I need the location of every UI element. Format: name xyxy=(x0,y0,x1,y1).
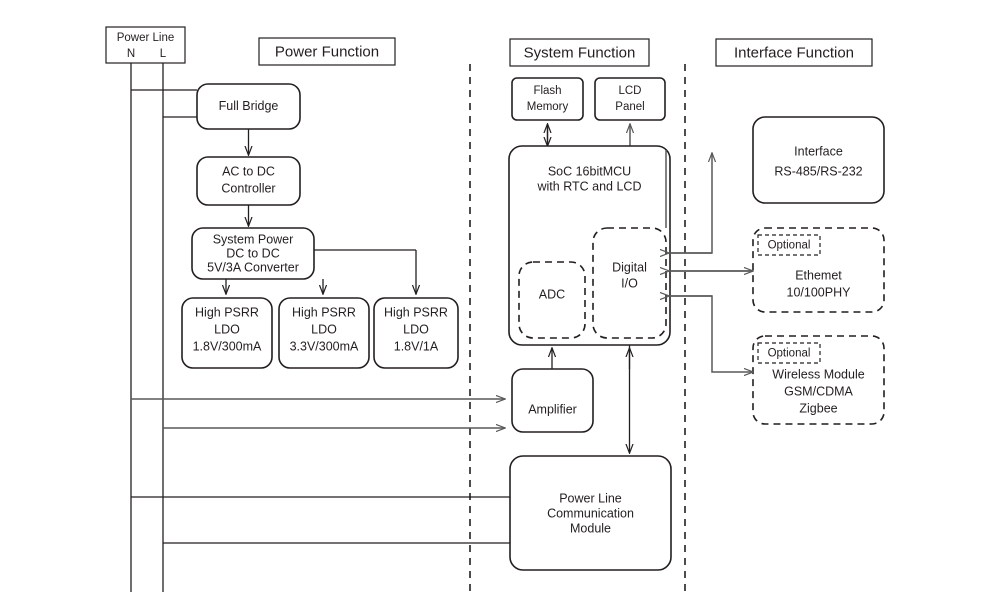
block-ldo-1[interactable] xyxy=(181,297,273,369)
power-line-box xyxy=(105,26,186,64)
block-lcd-panel-line-0: LCD xyxy=(618,85,641,97)
block-adc[interactable] xyxy=(518,261,586,339)
block-ac-to-dc-line-0: AC to DC xyxy=(222,164,275,178)
block-ethernet-badge-box xyxy=(757,234,821,256)
block-interface-rs-line-1: RS-485/RS-232 xyxy=(774,164,862,178)
block-ldo-3-line-2: 1.8V/1A xyxy=(394,339,439,353)
block-soc-line-0: SoC 16bitMCU xyxy=(548,164,631,178)
block-plc-line-0: Power Line xyxy=(559,491,622,505)
block-ldo-2-line-0: High PSRR xyxy=(292,305,356,319)
block-ethernet-line-0: Ethemet xyxy=(795,268,842,282)
block-wireless-line-0: Wireless Module xyxy=(772,367,864,381)
block-ldo-3-line-1: LDO xyxy=(403,322,429,336)
section-header-system-box xyxy=(509,38,650,67)
block-soc-line-1: with RTC and LCD xyxy=(537,179,642,193)
block-interface-rs[interactable] xyxy=(752,116,885,204)
wire-digital-io-to-wireless xyxy=(669,295,753,372)
block-system-power-line-1: DC to DC xyxy=(226,246,279,260)
block-digital-io[interactable] xyxy=(592,227,667,339)
block-ldo-1-line-2: 1.8V/300mA xyxy=(193,339,262,353)
block-system-power[interactable] xyxy=(191,227,315,280)
block-digital-io-line-0: Digital xyxy=(612,260,647,274)
block-ldo-2[interactable] xyxy=(278,297,370,369)
power-line-label: Power Line xyxy=(117,32,175,44)
section-header-power-label: Power Function xyxy=(275,43,379,60)
block-wireless-line-2: Zigbee xyxy=(799,401,837,415)
block-ethernet-line-1: 10/100PHY xyxy=(787,285,852,299)
wire-digital-io-to-interface-rs xyxy=(669,153,712,254)
block-wireless-badge-box xyxy=(757,342,821,364)
block-interface-rs-line-0: Interface xyxy=(794,144,843,158)
power-line-terminal-l: L xyxy=(160,48,167,60)
power-line-terminal-n: N xyxy=(127,48,135,60)
block-digital-io-line-1: I/O xyxy=(621,276,638,290)
block-ldo-3[interactable] xyxy=(373,297,459,369)
block-adc-line-0: ADC xyxy=(539,287,565,301)
block-wireless[interactable] xyxy=(752,335,885,425)
block-ldo-1-line-1: LDO xyxy=(214,322,240,336)
section-header-power-box xyxy=(258,37,396,66)
block-flash-memory-line-1: Memory xyxy=(527,101,569,113)
block-system-power-line-2: 5V/3A Converter xyxy=(207,260,299,274)
block-amplifier[interactable] xyxy=(511,368,594,433)
section-header-interface-box xyxy=(715,38,873,67)
section-header-system-label: System Function xyxy=(524,44,636,61)
block-system-power-line-0: System Power xyxy=(213,232,294,246)
block-wireless-badge-label: Optional xyxy=(768,348,811,360)
block-plc-module[interactable] xyxy=(509,455,672,571)
section-header-interface-label: Interface Function xyxy=(734,44,854,61)
block-soc[interactable] xyxy=(508,145,671,346)
block-amplifier-line-0: Amplifier xyxy=(528,402,577,416)
block-ldo-1-line-0: High PSRR xyxy=(195,305,259,319)
block-flash-memory[interactable] xyxy=(511,77,584,121)
block-lcd-panel-line-1: Panel xyxy=(615,101,644,113)
block-flash-memory-line-0: Flash xyxy=(533,85,561,97)
block-ldo-2-line-2: 3.3V/300mA xyxy=(290,339,359,353)
block-lcd-panel[interactable] xyxy=(594,77,666,121)
block-plc-line-1: Communication xyxy=(547,506,634,520)
block-ethernet-badge-label: Optional xyxy=(768,240,811,252)
block-full-bridge-line-0: Full Bridge xyxy=(219,99,279,113)
block-wireless-line-1: GSM/CDMA xyxy=(784,384,853,398)
block-ac-to-dc-line-1: Controller xyxy=(221,181,275,195)
block-ldo-2-line-1: LDO xyxy=(311,322,337,336)
block-plc-line-2: Module xyxy=(570,521,611,535)
block-ldo-3-line-0: High PSRR xyxy=(384,305,448,319)
